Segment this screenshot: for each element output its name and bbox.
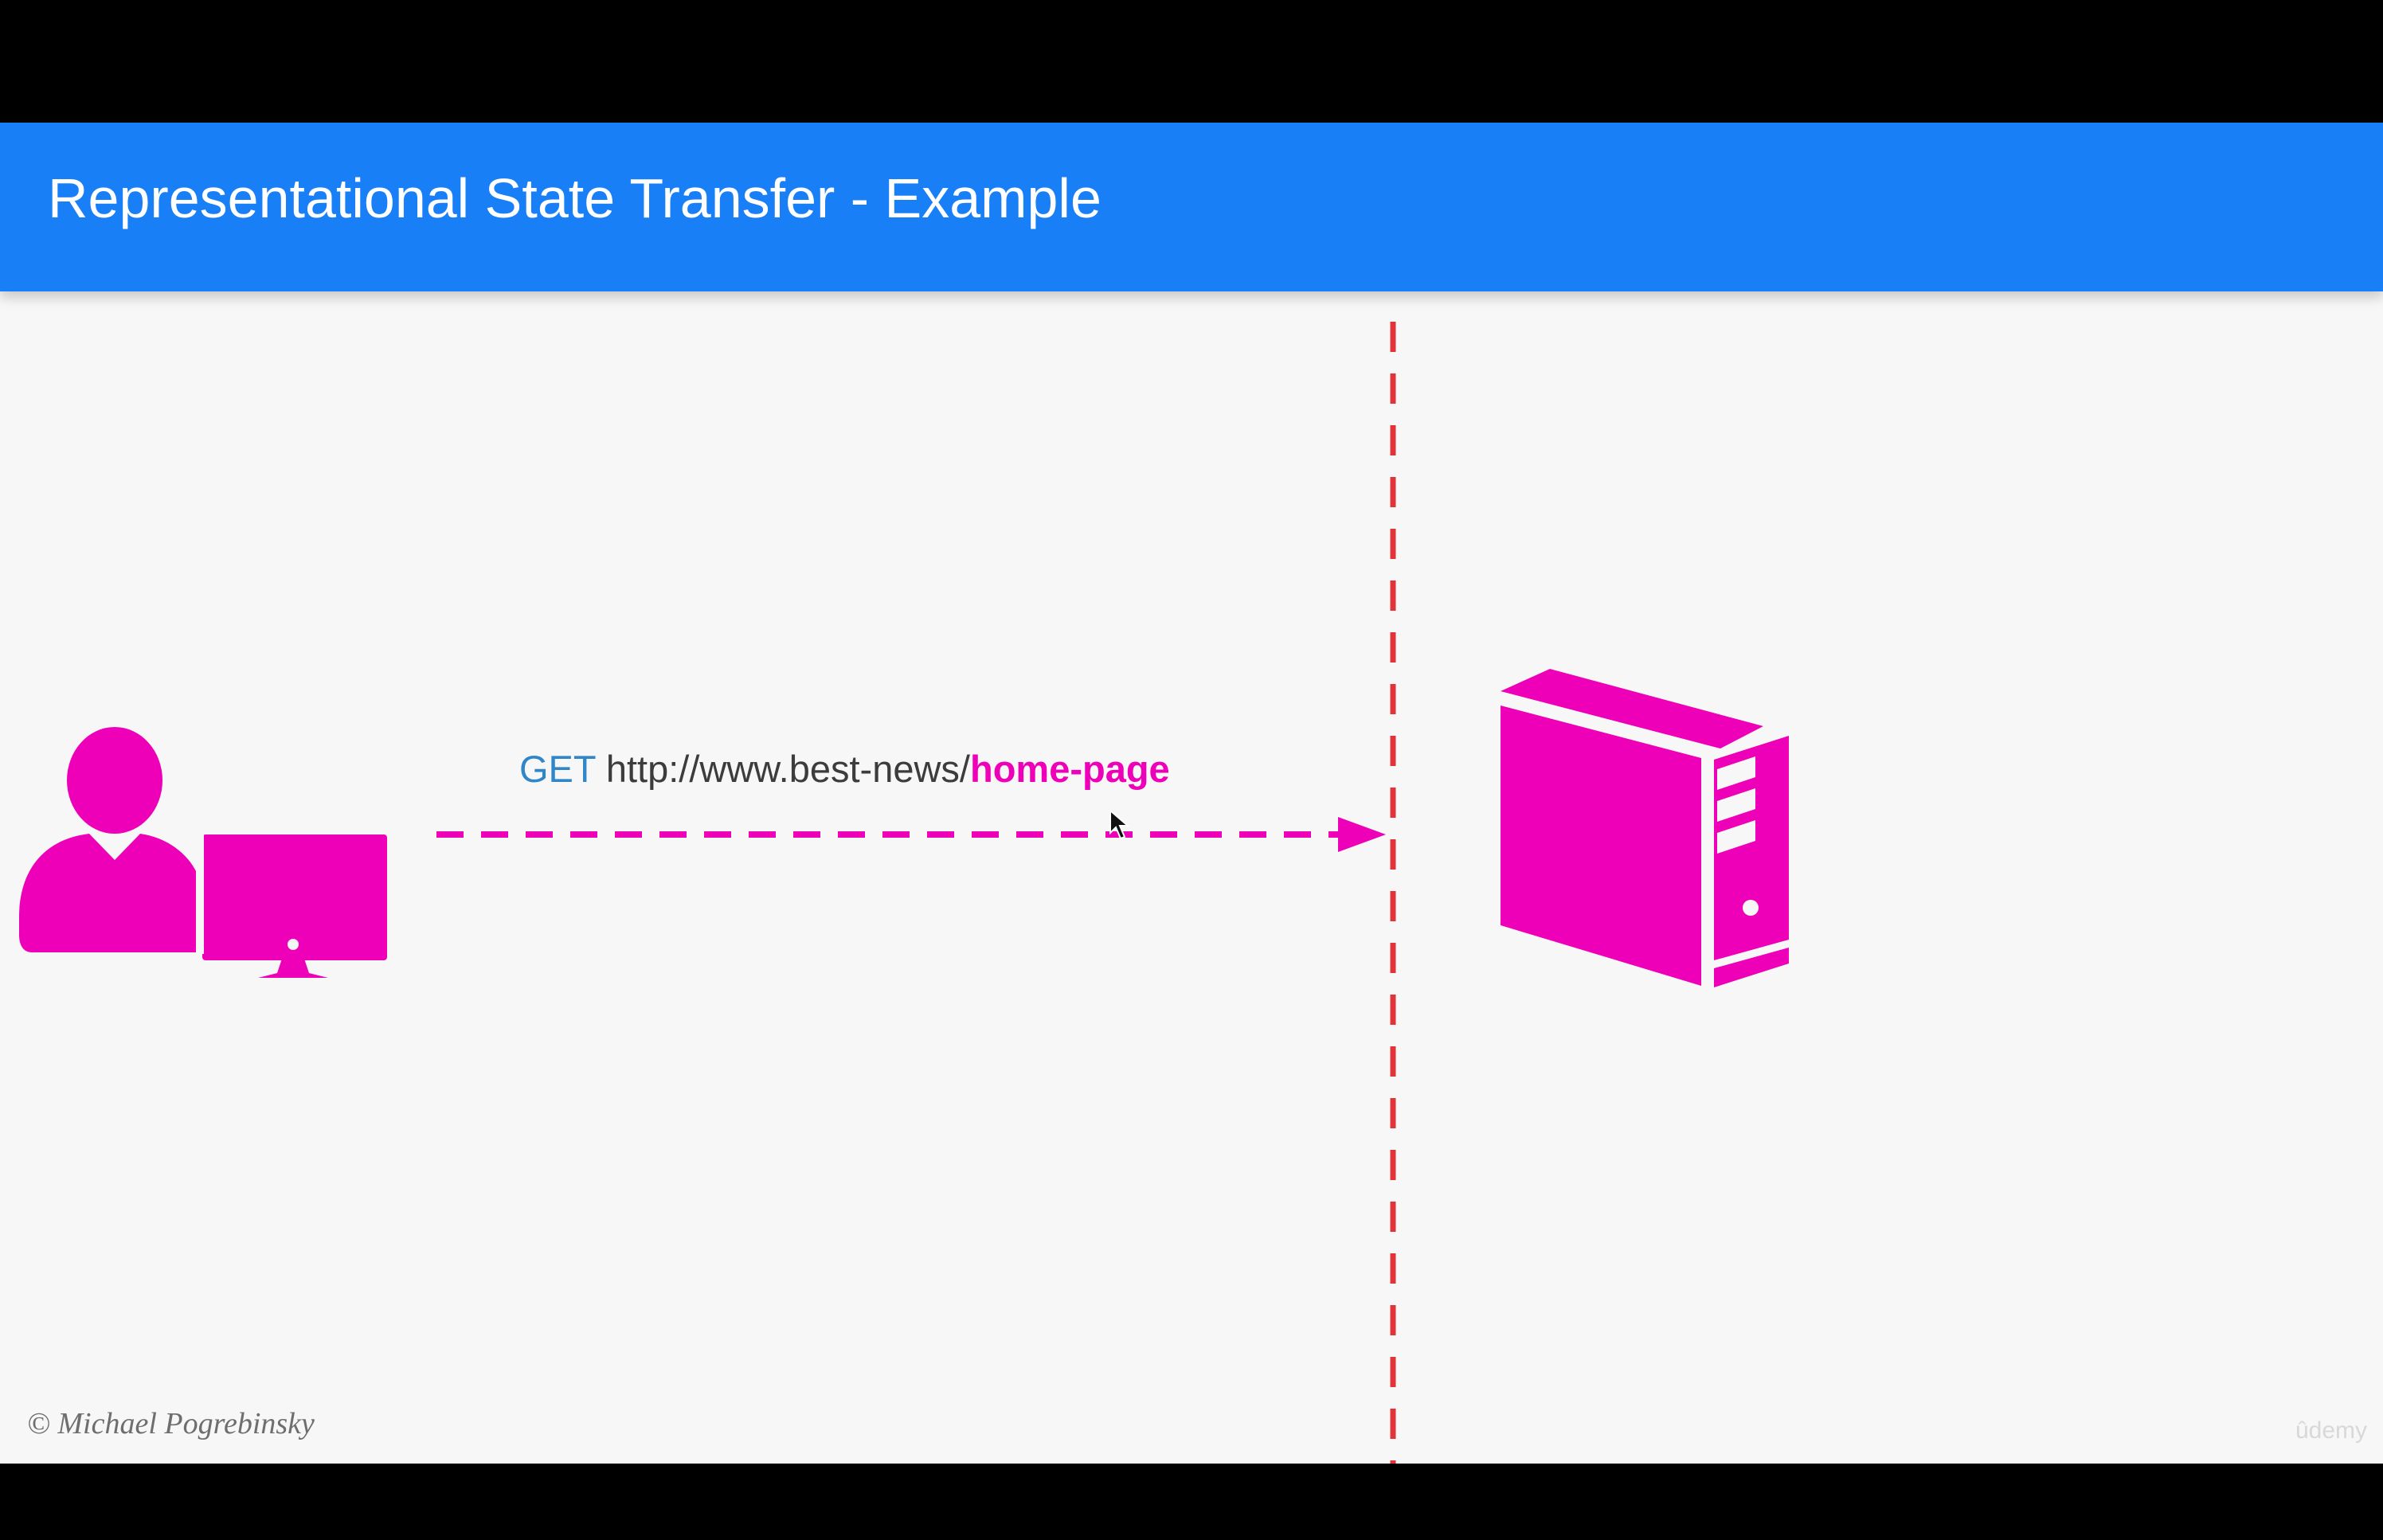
- mouse-pointer-icon: [1109, 808, 1130, 840]
- request-url: http://www.best-news/: [605, 748, 970, 790]
- user-at-computer-icon: [19, 727, 387, 978]
- slide-title: Representational State Transfer - Exampl…: [48, 167, 1102, 229]
- slide: Representational State Transfer - Exampl…: [0, 123, 2383, 1464]
- udemy-watermark: ûdemy: [2295, 1417, 2367, 1444]
- request-resource: home-page: [969, 748, 1170, 790]
- slide-header: Representational State Transfer - Exampl…: [0, 123, 2383, 291]
- network-boundary-line: [1390, 322, 1396, 1464]
- arrow-head-icon: [1338, 817, 1386, 852]
- http-method: GET: [519, 748, 596, 790]
- copyright-notice: © Michael Pogrebinsky: [27, 1407, 315, 1440]
- request-label: GET http://www.best-news/home-page: [519, 750, 1170, 788]
- request-arrow: [436, 817, 1386, 852]
- server-tower-icon: [1501, 669, 1789, 987]
